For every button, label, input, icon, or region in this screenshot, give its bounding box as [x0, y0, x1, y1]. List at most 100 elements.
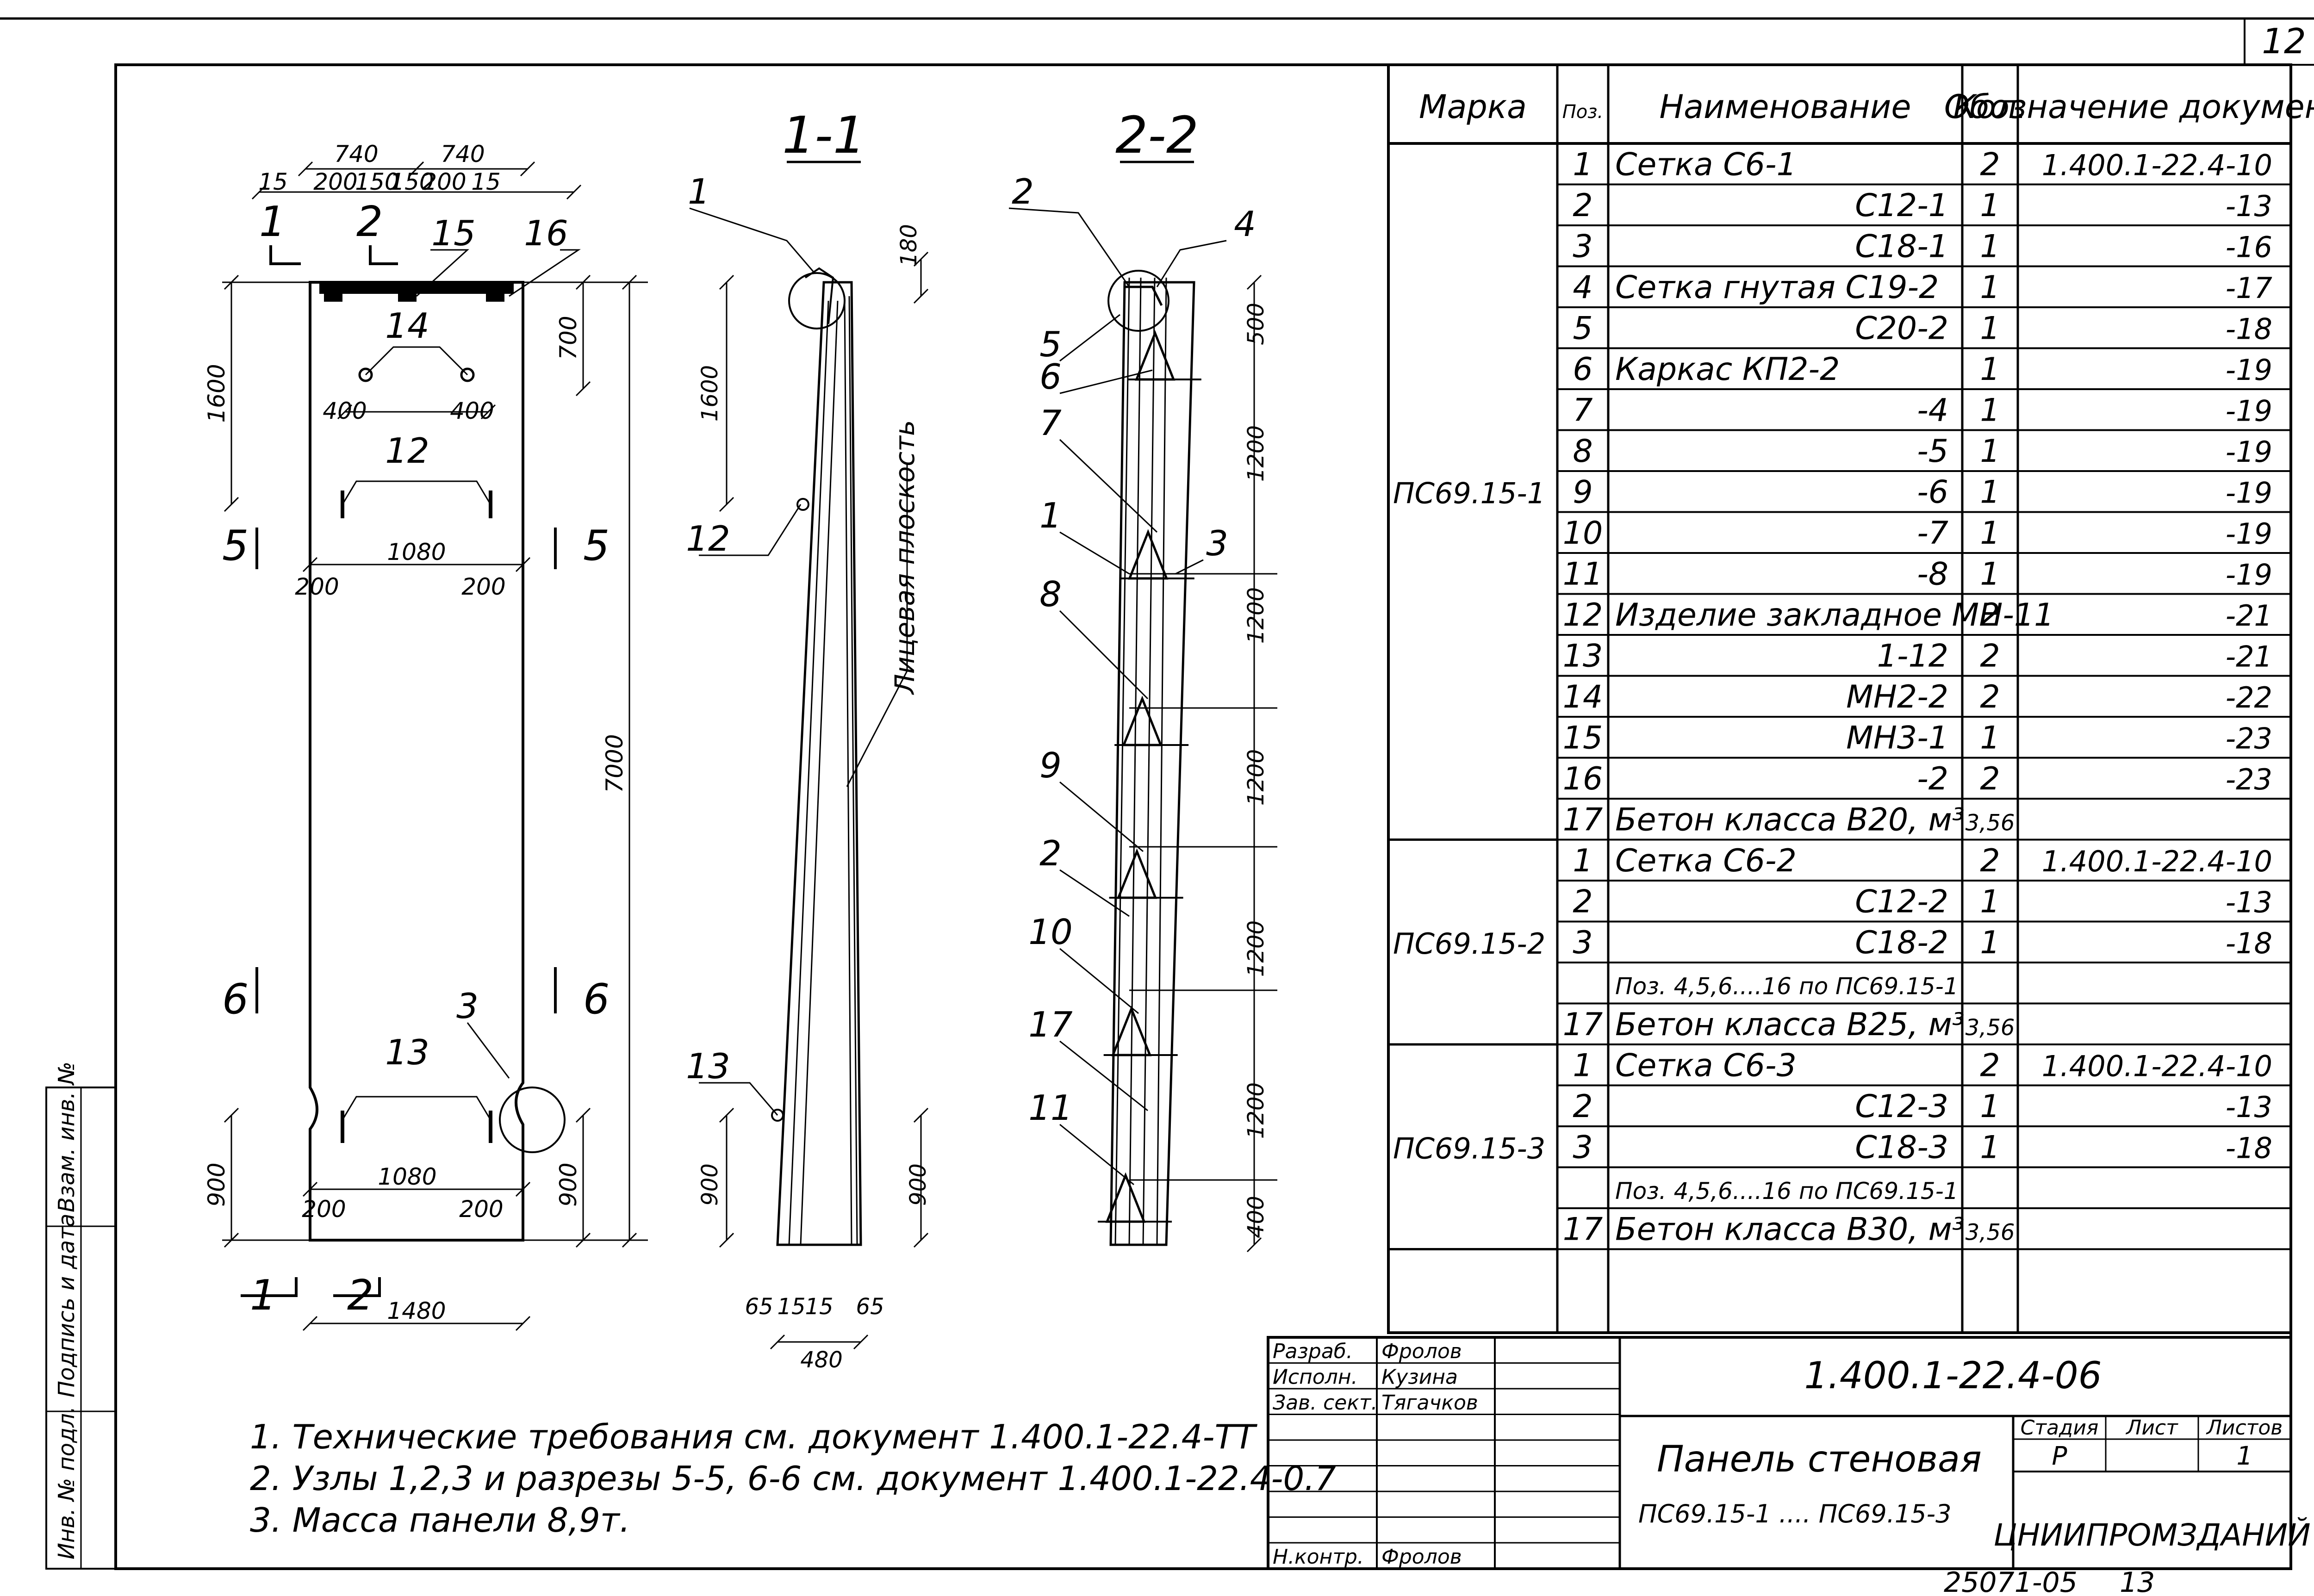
spec-cell-name: МН3-1 [1846, 720, 1948, 757]
plate-16b [486, 292, 504, 302]
plan-dimension: 740 [441, 141, 485, 168]
spec-cell-doc: -19 [2226, 435, 2272, 469]
spec-cell-qty: 1 [1980, 925, 2000, 961]
spec-group-mark: ПС69.15-2 [1393, 927, 1545, 961]
spec-cell-pos: 14 [1563, 679, 1603, 715]
leader-2 [1008, 207, 1130, 287]
spec-cell-qty: 2 [1980, 597, 2000, 633]
section-arrow-1 [269, 245, 301, 265]
spec-cell-name: -4 [1917, 392, 1948, 429]
dimension-tick [480, 404, 496, 420]
spec-header: Марка [1419, 88, 1527, 126]
spec-cell-pos: 16 [1563, 761, 1603, 797]
spec-cell-qty: 1 [1980, 269, 2000, 306]
plan-dimension: 900 [555, 1162, 582, 1206]
tb-document: 1.400.1-22.4-06 [1804, 1354, 2102, 1397]
position-number: 7 [1039, 403, 1062, 443]
section-1-1-dimension: 15 [805, 1294, 833, 1320]
plan-dimension: 1600 [203, 364, 230, 422]
node-2-callout [1107, 270, 1169, 332]
embedded-part-14-right [460, 367, 475, 382]
side-stamp-label: Взам. инв. № [54, 1062, 80, 1212]
plan-dimension: 200 [302, 1196, 346, 1223]
spec-cell-doc: 1.400.1-22.4-10 [2042, 1050, 2272, 1083]
leader-6 [1059, 369, 1153, 394]
spec-cell-name: МН2-2 [1846, 679, 1948, 715]
spec-cell-qty: 2 [1980, 1048, 2000, 1084]
dimension-tick [913, 1107, 929, 1123]
plan-dimension: 200 [461, 573, 505, 600]
section-mark: 6 [222, 975, 249, 1024]
plan-dimension: 400 [323, 397, 367, 424]
frame-kp-4 [1116, 848, 1157, 899]
position-number: 11 [1028, 1087, 1072, 1128]
section-2-2-dimension: 1200 [1243, 425, 1269, 482]
section-1-1-dimension: 65 [856, 1294, 884, 1320]
node-3-callout [499, 1087, 566, 1153]
dimension-tick [224, 497, 239, 512]
spec-cell-pos: 11 [1563, 556, 1603, 593]
spec-cell-name: -2 [1917, 761, 1948, 797]
tb-sheet-header: Лист [2125, 1416, 2178, 1440]
plate-15 [398, 292, 417, 302]
spec-cell-name: Сетка С6-2 [1615, 843, 1797, 879]
spec-cell-doc: -13 [2226, 1090, 2272, 1124]
leader-16 [509, 249, 581, 297]
section-arrow-2 [369, 245, 398, 265]
top-hook-2-2 [1125, 286, 1163, 306]
dimension-tick [515, 1316, 531, 1331]
dimension-tick [298, 161, 313, 177]
dimension-tick [853, 1334, 869, 1350]
spec-cell-pos: 7 [1573, 392, 1592, 429]
spec-cell-doc: -19 [2226, 353, 2272, 387]
spec-cell-pos: 9 [1573, 474, 1592, 511]
plan-dimension: 400 [450, 397, 494, 424]
spec-header: Кол. [1953, 88, 2027, 126]
section-2-2-dimension: 500 [1243, 303, 1269, 345]
spec-group-mark: ПС69.15-1 [1393, 476, 1545, 510]
spec-cell-doc: -18 [2226, 312, 2272, 346]
spec-cell-pos: 6 [1573, 351, 1592, 388]
dimension-tick [719, 1232, 734, 1248]
spec-cell-name: С12-3 [1855, 1088, 1948, 1125]
spec-cell-qty: 1 [1980, 311, 2000, 347]
dimension-tick [520, 161, 535, 177]
spec-cell-pos: 15 [1563, 720, 1603, 757]
section-mark: 1 [259, 198, 286, 246]
side-stamp-label: Инв. № подл. [54, 1406, 80, 1559]
position-number: 2 [1039, 833, 1062, 874]
spec-cell-doc: -19 [2226, 517, 2272, 551]
plate-16 [324, 292, 342, 302]
dimension-tick [913, 1232, 929, 1248]
dimension-tick [575, 381, 591, 397]
position-number: 3 [1206, 523, 1228, 564]
tb-stage: Р [2052, 1441, 2067, 1471]
position-number: 4 [1234, 204, 1256, 244]
position-number: 12 [686, 518, 730, 559]
spec-cell-pos: 17 [1563, 802, 1603, 838]
note-1: 1. Технические требования см. документ 1… [250, 1417, 1257, 1456]
leader-4 [1156, 240, 1227, 287]
spec-cell-pos: 1 [1573, 843, 1592, 879]
tb-role: Исполн. [1273, 1366, 1358, 1389]
leader-10 [1059, 948, 1139, 1014]
tb-name: Тягачков [1381, 1391, 1478, 1415]
tb-name: Кузина [1381, 1366, 1458, 1389]
leader-12 [342, 480, 491, 505]
section-mark: 5 [222, 522, 249, 570]
section-2-2-dimension: 1200 [1243, 749, 1269, 806]
rebar-line-2 [800, 300, 839, 1245]
spec-cell-qty: 1 [1980, 556, 2000, 593]
spec-cell-qty: 2 [1980, 147, 2000, 183]
rebar-line-4 [848, 296, 858, 1245]
spec-cell-qty: 1 [1980, 1088, 2000, 1125]
spec-cell-name: 1-12 [1877, 638, 1948, 675]
leader-11 [1059, 1124, 1134, 1186]
section-2-2-outline [1109, 281, 1195, 1246]
spec-cell-name: Сетка С6-1 [1615, 147, 1797, 183]
dimension-tick [1246, 274, 1262, 290]
plan-dimension: 1480 [387, 1298, 446, 1324]
leader-1 [689, 207, 815, 273]
tb-role: Разраб. [1273, 1340, 1353, 1363]
spec-cell-name: Поз. 4,5,6....16 по ПС69.15-1 [1615, 1178, 1959, 1205]
